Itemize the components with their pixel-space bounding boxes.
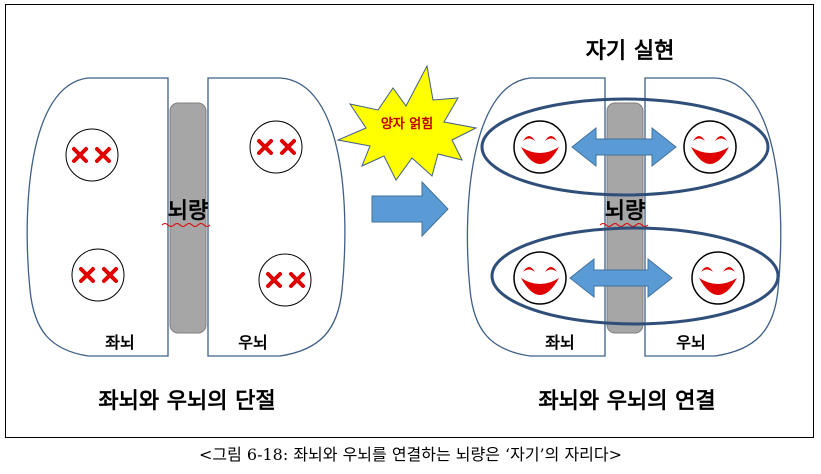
smiling-face-icon bbox=[691, 251, 745, 305]
smiling-face-icon bbox=[513, 120, 567, 174]
figure-caption: <그림 6-18: 좌뇌와 우뇌를 연결하는 뇌량은 ‘자기’의 자리다> bbox=[198, 445, 623, 464]
connection-ellipse bbox=[480, 97, 770, 197]
disconnected-circle-top-left bbox=[65, 128, 119, 182]
double-arrow bbox=[569, 257, 673, 299]
disconnected-circle-top-right bbox=[249, 120, 303, 174]
smiling-face-icon bbox=[513, 251, 567, 305]
right-hemisphere bbox=[644, 77, 782, 357]
burst-label: 양자 얽힘 bbox=[381, 116, 433, 132]
connection-bottom bbox=[490, 226, 780, 326]
double-arrow bbox=[571, 126, 677, 168]
disconnected-circle-bottom-right bbox=[258, 253, 312, 307]
spellcheck-underline bbox=[161, 223, 211, 227]
left-hemisphere bbox=[26, 77, 169, 357]
right-brain-label: 우뇌 bbox=[238, 333, 267, 352]
transition-arrow bbox=[371, 180, 449, 238]
quantum-entanglement-burst: 양자 얽힘 bbox=[336, 64, 478, 181]
right-brain-label: 우뇌 bbox=[676, 333, 705, 352]
left-brain-label: 좌뇌 bbox=[545, 333, 574, 352]
corpus-callosum-label-left: 뇌량 bbox=[168, 199, 208, 224]
connection-ellipse bbox=[490, 226, 780, 326]
right-panel-connected: 자기 실현 뇌량 좌뇌 우뇌 좌뇌와 우뇌의 연결 bbox=[466, 39, 782, 414]
burst-shape bbox=[336, 64, 478, 181]
left-hemisphere bbox=[466, 77, 606, 357]
self-realization-heading: 자기 실현 bbox=[586, 39, 675, 64]
smiling-face-icon bbox=[683, 120, 737, 174]
left-panel-title: 좌뇌와 우뇌의 단절 bbox=[98, 389, 275, 414]
left-panel-disconnected: 뇌량 좌뇌 우뇌 좌뇌와 우뇌의 단절 bbox=[26, 77, 346, 414]
left-brain-label: 좌뇌 bbox=[105, 333, 134, 352]
right-panel-title: 좌뇌와 우뇌의 연결 bbox=[538, 389, 715, 414]
disconnected-circle-bottom-left bbox=[71, 248, 125, 302]
connection-top bbox=[480, 97, 770, 197]
corpus-callosum-left bbox=[169, 102, 207, 334]
corpus-callosum-label-right: 뇌량 bbox=[605, 199, 645, 224]
right-hemisphere bbox=[207, 77, 346, 357]
spellcheck-underline bbox=[599, 223, 649, 227]
